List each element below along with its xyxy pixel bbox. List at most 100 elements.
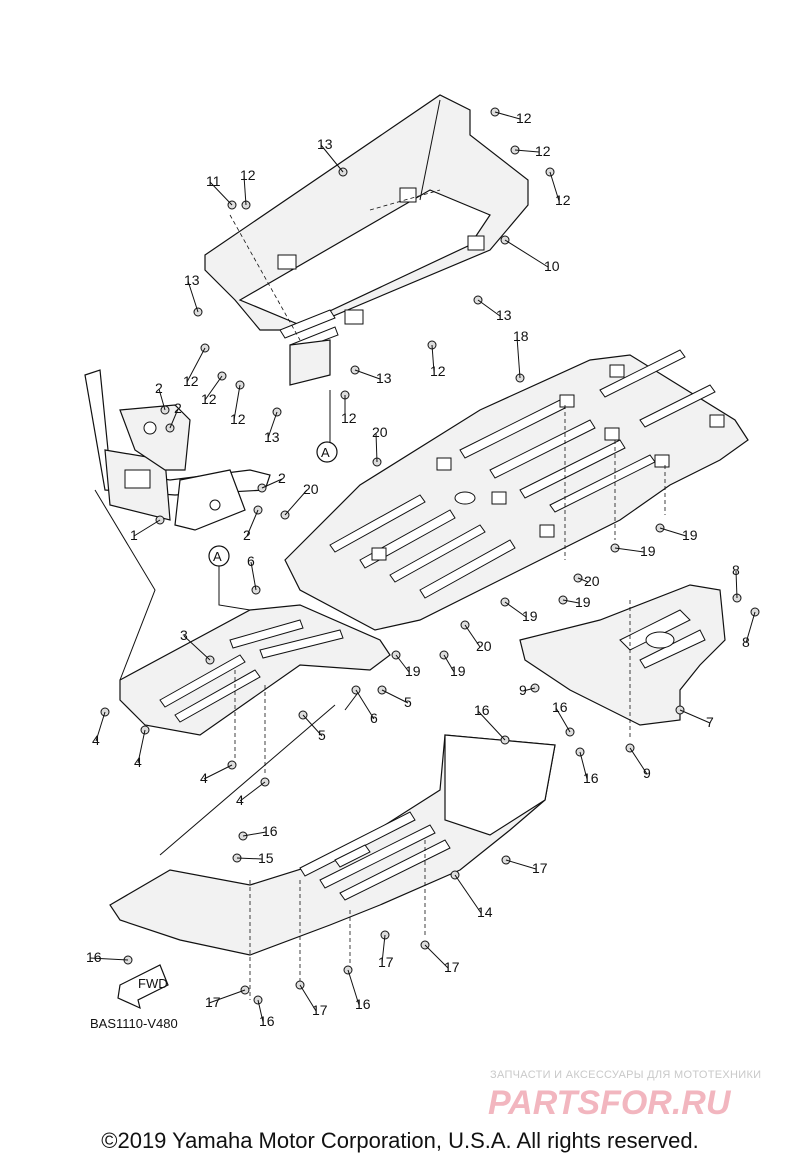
reference-marker-a-lower: A [208,545,251,611]
callout-number: 4 [92,732,100,748]
callout-leader-line [443,654,455,673]
callout-leader-line [239,781,266,802]
callout-leader-line [299,984,317,1012]
callout-leader-line [614,547,645,553]
callout-number: 16 [583,770,599,786]
callout-leader-line [381,689,409,704]
callout-number: 20 [476,638,492,654]
callout-leader-line [494,111,521,120]
callout-number: 4 [200,770,208,786]
callout-number: 16 [474,702,490,718]
watermark-tagline: ЗАПЧАСТИ И АКСЕССУАРЫ ДЛЯ МОТОТЕХНИКИ [490,1069,762,1081]
callout-number: 3 [180,627,188,643]
callout-leader-line [137,729,146,764]
callout-number: 12 [201,391,217,407]
callout-leader-line [302,714,323,737]
callout-number: 7 [706,714,714,730]
rear-skid-plate-part-14 [109,734,556,1000]
callout-number: 5 [404,694,412,710]
callout-number: 6 [247,553,255,569]
callout-leader-line [347,969,360,1006]
callout-leader-line [208,989,246,1004]
callout-leader-line [233,384,241,421]
callout-number: 20 [303,481,319,497]
callout-number: 19 [405,663,421,679]
callout-number: 17 [205,994,221,1010]
callout-number: 4 [236,792,244,808]
center-skid-plate-part-18 [284,349,749,631]
callout-number: 2 [155,380,163,396]
callout-number: 19 [682,527,698,543]
callout-number: 15 [258,850,274,866]
callout-leader-line [555,707,571,733]
callout-number: 19 [450,663,466,679]
callout-leader-line [735,570,738,599]
callout-leader-line [186,347,206,383]
callout-number: 10 [544,258,560,274]
callout-number: 12 [516,110,532,126]
callout-leader-line [187,280,199,313]
watermark-logo-text: PARTSFOR.RU [488,1084,732,1120]
callout-leader-line [577,577,589,583]
callout-leader-line [549,171,560,202]
callout-number: 16 [552,699,568,715]
callout-leader-line [133,519,161,537]
callout-number: 5 [318,727,326,743]
callout-number: 16 [259,1013,275,1029]
callout-leader-line [375,432,378,463]
reference-marker-a-upper: A [316,390,338,463]
callout-leader-line [250,561,257,591]
callout-number: 20 [584,573,600,589]
callout-leader-line [562,599,580,604]
callout-number: 19 [640,543,656,559]
callout-leader-line [267,411,278,439]
callout-number: 1 [130,527,138,543]
ref-marker-text: A [321,445,330,460]
left-front-skid-plate-part-3 [119,604,391,775]
callout-number: 19 [575,594,591,610]
callout-leader-line [246,509,259,537]
callout-leader-line [424,944,449,969]
callout-leader-line [477,710,506,741]
callout-leader-line [516,336,521,379]
callout-leader-line [236,857,263,860]
callout-leader-line [204,375,223,401]
callout-number: 20 [372,424,388,440]
callout-number: 16 [86,949,102,965]
callout-leader-line [169,408,179,429]
callout-number: 11 [206,173,221,189]
callout-number: 16 [262,823,278,839]
copyright-notice: ©2019 Yamaha Motor Corporation, U.S.A. A… [101,1128,699,1153]
callout-number: 8 [732,562,740,578]
right-rear-guard-part-7 [519,584,726,740]
callout-number: 12 [230,411,246,427]
diagram-code: BAS1110-V480 [90,1016,178,1031]
callout-leader-line [284,489,308,516]
callout-number: 8 [742,634,750,650]
callout-number: 17 [378,954,394,970]
callout-number: 12 [430,363,446,379]
callout-leader-line [95,711,106,742]
callout-number: 18 [513,328,529,344]
callout-number: 17 [532,860,548,876]
callout-number: 17 [312,1002,328,1018]
fwd-label: FWD [138,976,168,991]
callout-leader-line [89,957,129,961]
callout-leader-line [629,747,648,775]
callout-leader-line [355,689,375,720]
callout-leader-line [504,239,549,268]
callout-leader-line [183,635,211,661]
callout-number: 13 [496,307,512,323]
callout-number: 9 [643,765,651,781]
callout-leader-line [203,764,233,780]
callout-number: 17 [444,959,460,975]
upper-guard-part-10 [204,94,529,386]
callout-leader-line [659,527,687,537]
callout-number: 19 [522,608,538,624]
callout-leader-line [242,831,267,837]
forward-direction-arrow-icon: FWD [117,964,169,1010]
callout-leader-line [381,934,386,964]
